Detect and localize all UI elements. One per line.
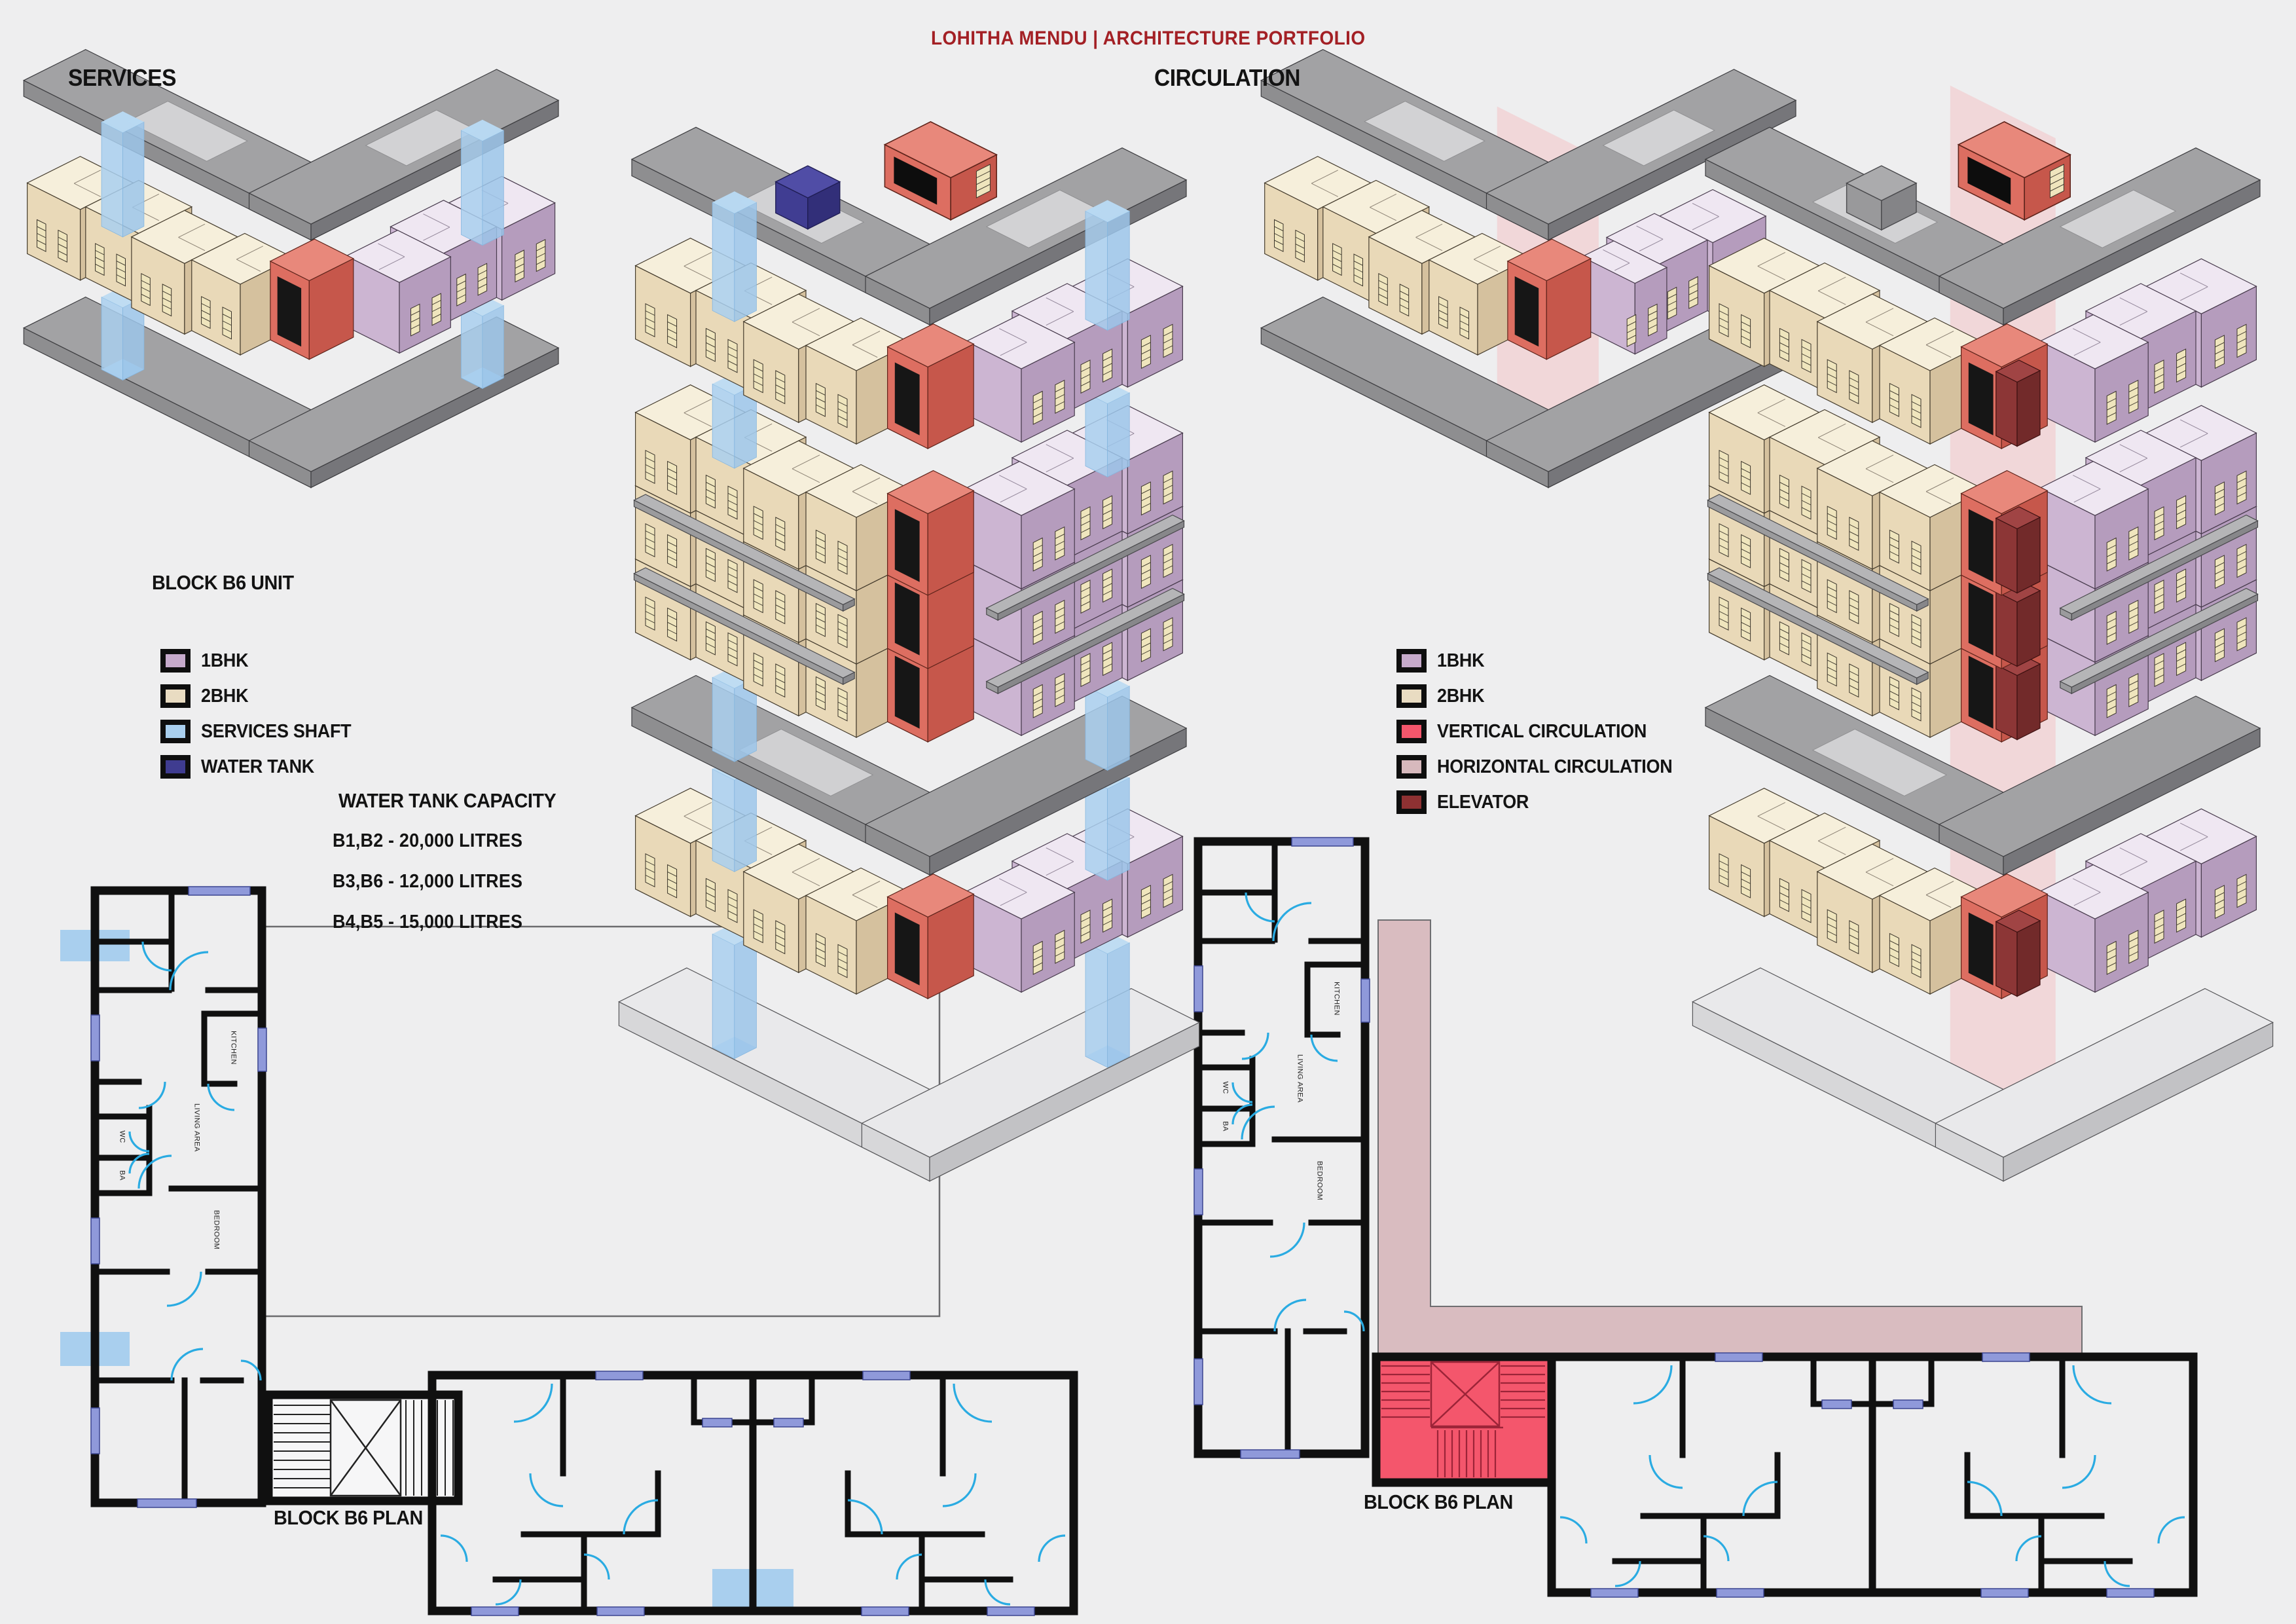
capacity-line-3: B4,B5 - 15,000 LITRES bbox=[333, 912, 523, 932]
room-label-wc-right: WC bbox=[1221, 1081, 1230, 1094]
legend-services: 1BHK 2BHK SERVICES SHAFT WATER TANK bbox=[160, 643, 363, 784]
swatch-water-tank bbox=[160, 755, 191, 779]
legend-item-1bhk-circ: 1BHK bbox=[1396, 643, 1690, 678]
capacity-line-2: B3,B6 - 12,000 LITRES bbox=[333, 871, 523, 892]
capacity-line-1: B1,B2 - 20,000 LITRES bbox=[333, 830, 523, 851]
swatch-2bhk-circ bbox=[1396, 684, 1427, 708]
legend-item-elevator: ELEVATOR bbox=[1396, 784, 1690, 820]
swatch-2bhk bbox=[160, 684, 191, 708]
swatch-1bhk bbox=[160, 649, 191, 673]
room-label-bedroom-left: BEDROOM bbox=[212, 1209, 221, 1250]
room-label-living-left: LIVING AREA bbox=[192, 1103, 201, 1152]
block-b6-plan-label-right: BLOCK B6 PLAN bbox=[1364, 1490, 1513, 1513]
water-tank-capacity-heading: WATER TANK CAPACITY bbox=[338, 789, 556, 812]
legend-circulation: 1BHK 2BHK VERTICAL CIRCULATION HORIZONTA… bbox=[1396, 643, 1690, 820]
water-tank-capacity-lines: B1,B2 - 20,000 LITRES B3,B6 - 12,000 LIT… bbox=[333, 830, 537, 952]
swatch-elevator bbox=[1396, 790, 1427, 814]
room-label-ba-left: BA bbox=[118, 1170, 126, 1181]
section-heading-circulation: CIRCULATION bbox=[1154, 64, 1301, 91]
room-label-bedroom-right: BEDROOM bbox=[1315, 1160, 1324, 1201]
room-label-kitchen-right: KITCHEN bbox=[1332, 982, 1341, 1016]
page-title: LOHITHA MENDU | ARCHITECTURE PORTFOLIO bbox=[930, 28, 1366, 49]
legend-item-1bhk: 1BHK bbox=[160, 643, 363, 678]
legend-item-2bhk-circ: 2BHK bbox=[1396, 678, 1690, 714]
room-label-kitchen-left: KITCHEN bbox=[229, 1031, 238, 1065]
swatch-horizontal-circulation bbox=[1396, 755, 1427, 779]
block-b6-unit-label: BLOCK B6 UNIT bbox=[152, 571, 294, 594]
swatch-1bhk-circ bbox=[1396, 649, 1427, 673]
room-label-ba-right: BA bbox=[1221, 1121, 1230, 1132]
legend-item-water-tank: WATER TANK bbox=[160, 749, 363, 784]
room-label-living-right: LIVING AREA bbox=[1296, 1054, 1304, 1103]
swatch-services-shaft bbox=[160, 720, 191, 743]
legend-item-horizontal-circulation: HORIZONTAL CIRCULATION bbox=[1396, 749, 1690, 784]
legend-item-vertical-circulation: VERTICAL CIRCULATION bbox=[1396, 714, 1690, 749]
swatch-vertical-circulation bbox=[1396, 720, 1427, 743]
block-b6-plan-label-left: BLOCK B6 PLAN bbox=[274, 1506, 423, 1529]
legend-item-services-shaft: SERVICES SHAFT bbox=[160, 714, 363, 749]
legend-item-2bhk: 2BHK bbox=[160, 678, 363, 714]
room-label-wc-left: WC bbox=[118, 1130, 126, 1143]
section-heading-services: SERVICES bbox=[68, 64, 176, 91]
